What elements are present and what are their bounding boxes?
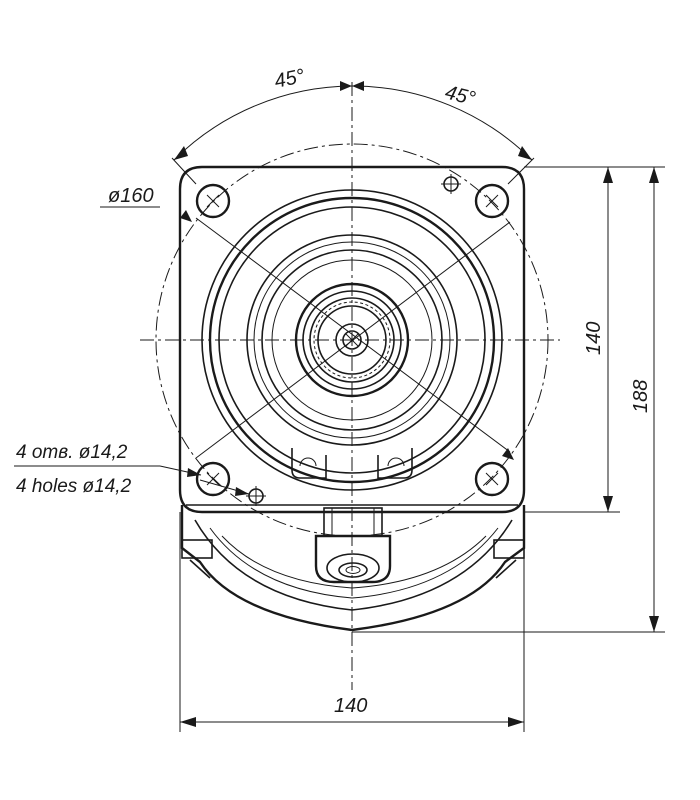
- flange-height-dimension: 140: [524, 166, 620, 513]
- angle-left-label: 45°: [272, 65, 306, 93]
- flange-width-dimension: 140: [179, 512, 525, 732]
- mounting-hole-top-right: [474, 183, 510, 219]
- overall-height-dimension: 188: [352, 166, 665, 633]
- pin-holes: [246, 174, 461, 506]
- mounting-holes: [195, 183, 510, 497]
- bolt-circle-label: ø160: [108, 185, 154, 207]
- holes-note: 4 отв. ø14,2 4 holes ø14,2: [14, 442, 250, 497]
- flange-rings: [201, 189, 503, 491]
- overall-height-label: 188: [630, 380, 652, 413]
- flange-height-label: 140: [583, 322, 605, 355]
- square-flange: [178, 165, 526, 514]
- motor-body: [180, 505, 526, 632]
- holes-note-english: 4 holes ø14,2: [16, 476, 132, 497]
- bolt-circle-dimension: ø160: [100, 185, 514, 460]
- angle-right-label: 45°: [443, 82, 478, 111]
- flange-width-label: 140: [334, 695, 367, 717]
- connector: [314, 507, 392, 584]
- shaft: [294, 282, 410, 398]
- center-lines: [140, 82, 560, 690]
- holes-note-russian: 4 отв. ø14,2: [16, 442, 128, 463]
- lower-lugs: [291, 448, 413, 479]
- mounting-hole-bottom-right: [474, 461, 510, 497]
- angle-dimensions: 45° 45°: [171, 65, 535, 185]
- mounting-hole-top-left: [195, 183, 231, 219]
- mounting-hole-bottom-left: [195, 461, 231, 497]
